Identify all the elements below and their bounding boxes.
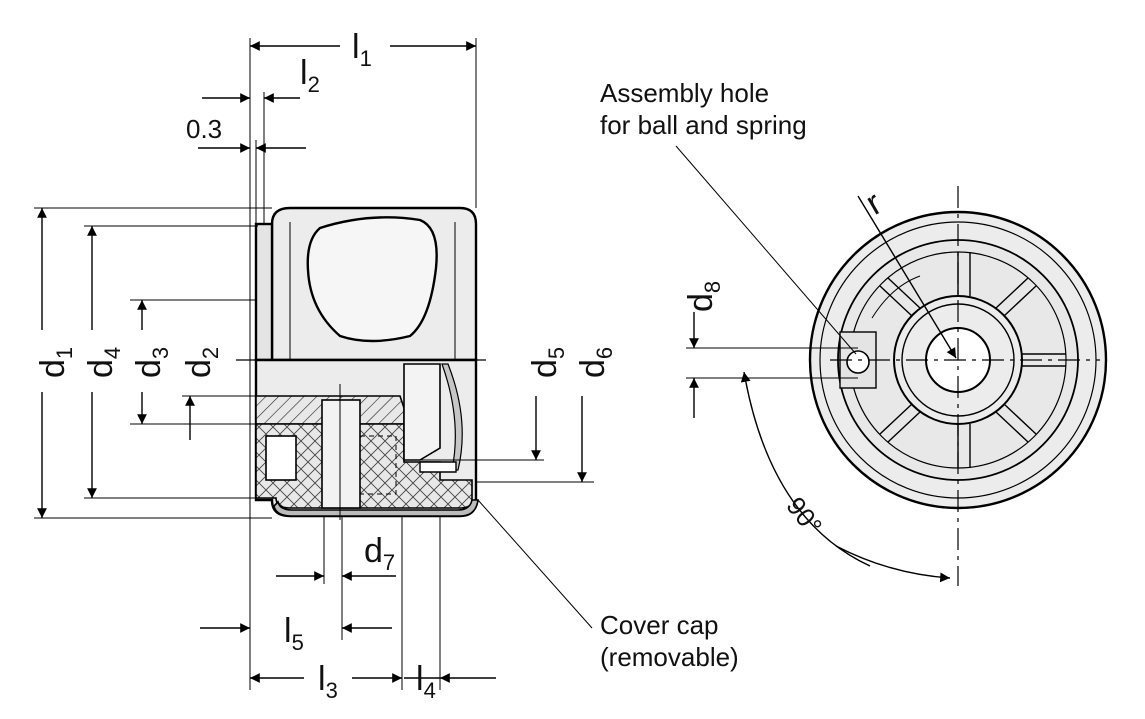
label-d2: d2 — [180, 347, 223, 378]
assembly-hole-leader — [675, 145, 857, 355]
cap-clip — [419, 461, 457, 473]
label-d5: d5 — [526, 347, 569, 378]
side-section-view — [34, 38, 594, 690]
flange-upper — [254, 222, 274, 362]
label-d3: d3 — [130, 347, 173, 378]
label-gap: 0.3 — [186, 114, 222, 144]
angle-arc-lower — [835, 545, 951, 583]
label-radius: r — [859, 184, 888, 223]
angle-arc-upper — [740, 371, 871, 567]
note-cover-line2: (removable) — [600, 642, 739, 672]
plastic-section-xhatch — [255, 423, 473, 509]
label-l3: l3 — [318, 660, 338, 703]
dim-r-leader — [857, 195, 957, 359]
cap-latch — [403, 363, 441, 461]
label-d7: d7 — [364, 532, 395, 575]
cover-cap-leader — [477, 499, 593, 629]
radius-arc — [871, 275, 921, 319]
assembly-hole — [846, 350, 870, 374]
spring-bore — [321, 399, 361, 509]
label-l5: l5 — [284, 612, 304, 655]
label-d6: d6 — [574, 347, 617, 378]
note-cover-line1: Cover cap — [600, 610, 719, 640]
front-view — [675, 145, 1108, 586]
label-l2: l2 — [300, 54, 320, 97]
label-d8: d8 — [682, 281, 725, 312]
grip-recess — [306, 216, 438, 343]
label-l1: l1 — [352, 28, 372, 71]
cover-cap — [273, 499, 479, 517]
spokes — [879, 252, 1066, 468]
label-d1: d1 — [34, 347, 77, 378]
note-assembly-line1: Assembly hole — [600, 78, 769, 108]
hidden-detail — [359, 435, 397, 495]
label-l4: l4 — [416, 660, 436, 703]
ball-pocket — [265, 435, 297, 481]
label-d4: d4 — [82, 347, 125, 378]
note-assembly-line2: for ball and spring — [600, 110, 807, 140]
